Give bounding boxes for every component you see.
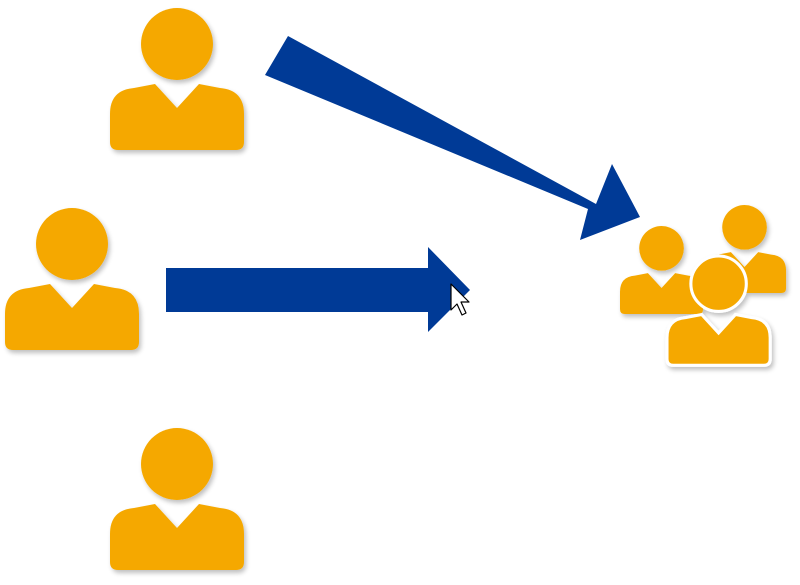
arrow-diagonal (265, 36, 640, 240)
person-icon-middle (5, 208, 139, 350)
person-icon-bottom (110, 428, 244, 570)
group-icon (620, 205, 787, 367)
arrow-horizontal (166, 247, 470, 332)
mouse-cursor-icon (450, 283, 470, 316)
person-icon-top (110, 8, 244, 150)
